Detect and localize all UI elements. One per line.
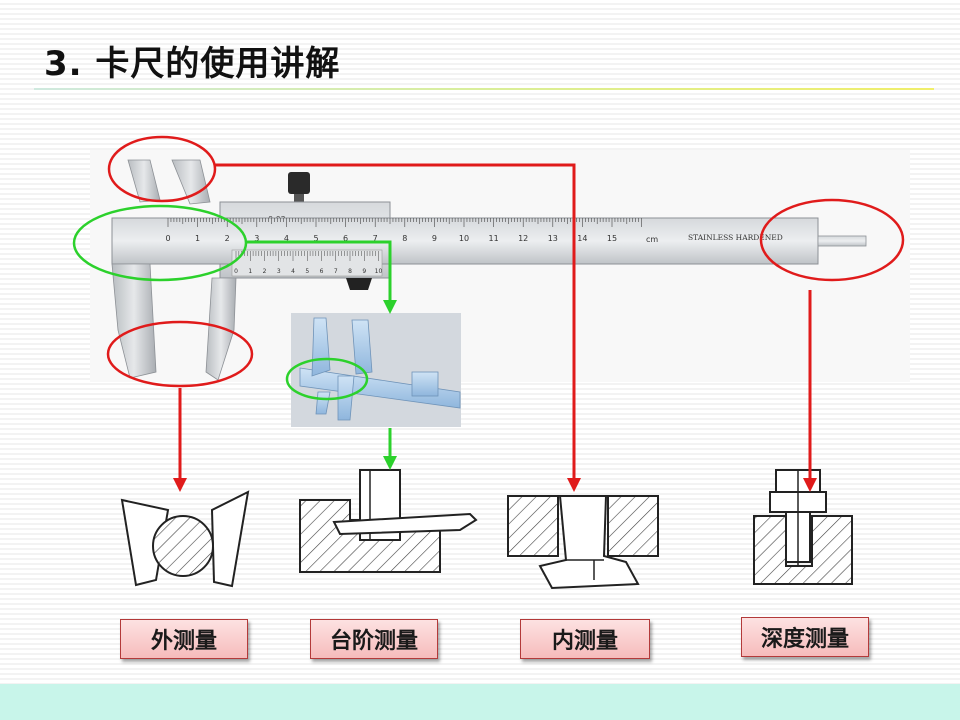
inner-measure-section [507, 495, 659, 590]
main-scale-number: 5 [313, 234, 318, 243]
vernier-scale-number: 2 [263, 268, 267, 275]
main-scale-number: 6 [343, 234, 348, 243]
main-scale-number: 4 [284, 234, 289, 243]
vernier-scale-number: 3 [277, 268, 281, 275]
main-scale-number: 15 [607, 234, 617, 243]
main-scale-number: 8 [402, 234, 407, 243]
vernier-scale-number: 5 [305, 268, 309, 275]
depth-arrow-head [803, 478, 817, 492]
main-scale-number: 13 [548, 234, 558, 243]
page-title: 3. 卡尺的使用讲解 [44, 44, 341, 84]
outer-measure-section [120, 490, 250, 588]
main-scale-number: 7 [373, 234, 378, 243]
main-scale-number: 0 [165, 234, 170, 243]
vernier-scale-number: 1 [248, 268, 252, 275]
vernier-scale-number: 6 [320, 268, 324, 275]
vernier-scale-number: 0 [234, 268, 238, 275]
green-arrows [246, 240, 392, 456]
step-measure-section [299, 469, 478, 573]
step-section-arrow-head [383, 456, 397, 470]
vernier-scale-number: 10 [375, 268, 383, 275]
outer-jaw-highlight [106, 320, 254, 388]
vernier-scale-number: 4 [291, 268, 295, 275]
main-scale-number: 11 [489, 234, 499, 243]
main-scale-number: 10 [459, 234, 469, 243]
brand-text: STAINLESS HARDENED [688, 233, 783, 242]
main-scale-number: 14 [577, 234, 587, 243]
step-render-arrow-head [383, 300, 397, 314]
step-measure-render [291, 313, 461, 427]
footer-band [0, 684, 960, 720]
depth-measure-section [753, 469, 853, 585]
main-scale-number: 1 [195, 234, 200, 243]
main-scale-number: 2 [225, 234, 230, 243]
vernier-scale-ticks: 0 1 2 3 4 5 6 7 8 9 10 [234, 251, 382, 275]
outer-arrow-head [173, 478, 187, 492]
main-scale-number: 9 [432, 234, 437, 243]
vernier-scale-number: 9 [362, 268, 366, 275]
step-measure-label: 台阶测量 [310, 619, 438, 659]
main-scale-number: 12 [518, 234, 528, 243]
red-arrows [178, 163, 812, 478]
outer-measure-label: 外测量 [120, 619, 248, 659]
depth-measure-label: 深度测量 [741, 617, 869, 657]
main-scale-number: 3 [254, 234, 259, 243]
step-render-arrow [246, 240, 392, 300]
inner-measure-label: 内测量 [520, 619, 650, 659]
scale-unit-label: cm [646, 235, 658, 244]
vernier-scale-number: 7 [334, 268, 338, 275]
depth-rod-highlight [759, 198, 905, 282]
inner-measure-arrow [215, 163, 576, 478]
inner-arrow-head [567, 478, 581, 492]
step-render-highlight [285, 357, 369, 401]
vernier-scale-number: 8 [348, 268, 352, 275]
inner-jaw-highlight [107, 135, 217, 203]
title-divider [34, 88, 934, 90]
